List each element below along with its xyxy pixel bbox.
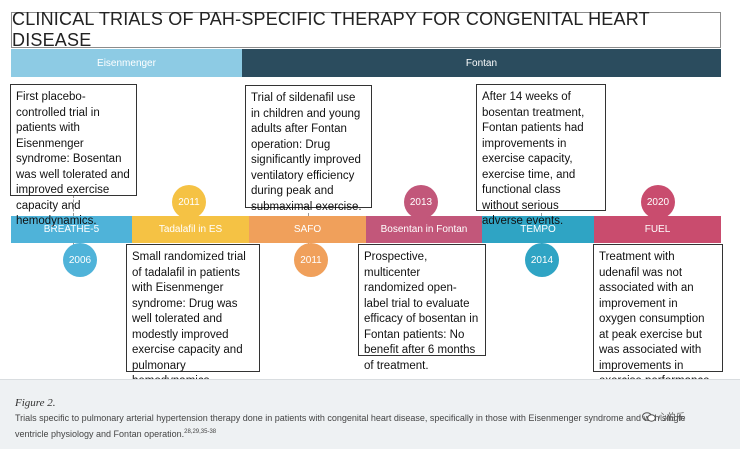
caption-figure-label: Figure 2. (15, 397, 56, 409)
timeline-segment-safo: SAFO (249, 216, 366, 243)
description-box-tempo: After 14 weeks of bosentan treatment, Fo… (476, 84, 606, 227)
timeline-segment-fuel: FUEL (594, 216, 721, 243)
trial-label: Bosentan in Fontan (380, 224, 468, 235)
description-box-safo: Trial of sildenafil use in children and … (245, 85, 372, 213)
year-circle-breathe5: 2006 (63, 243, 97, 277)
year-circle-bosentan: 2013 (404, 185, 438, 219)
description-box-fuel: Treatment with udenafil was not associat… (593, 244, 723, 387)
description-box-bosentan: Prospective, multicenter randomized open… (358, 244, 486, 372)
caption-body: Trials specific to pulmonary arterial hy… (15, 413, 686, 439)
caption-text: Trials specific to pulmonary arterial hy… (15, 411, 720, 441)
timeline-segment-bosentan: Bosentan in Fontan (366, 216, 482, 243)
timeline-bar: BREATHE-5 Tadalafil in ES SAFO Bosentan … (11, 216, 721, 243)
connector-tempo (541, 207, 542, 216)
trial-label: Tadalafil in ES (158, 224, 223, 235)
fontan-band: Fontan (242, 49, 721, 77)
watermark-text: 心伯乐 (658, 412, 686, 422)
year-circle-tadalafil: 2011 (172, 185, 206, 219)
year-circle-safo: 2011 (294, 243, 328, 277)
connector-breathe5 (73, 195, 74, 216)
watermark: 心伯乐 (642, 410, 685, 423)
eisenmenger-band: Eisenmenger (11, 49, 242, 77)
figure-title: CLINICAL TRIALS OF PAH-SPECIFIC THERAPY … (11, 9, 721, 50)
trial-label: SAFO (293, 224, 322, 235)
connector-safo (308, 207, 309, 216)
description-box-tadalafil: Small randomized trial of tadalafil in p… (126, 244, 260, 387)
year-circle-fuel: 2020 (641, 185, 675, 219)
trial-label: FUEL (644, 224, 671, 235)
chat-bubble-icon (642, 411, 656, 422)
timeline-segment-tadalafil: Tadalafil in ES (132, 216, 249, 243)
caption-panel (0, 379, 740, 449)
year-circle-tempo: 2014 (525, 243, 559, 277)
timeline-segment-tempo: TEMPO (482, 216, 594, 243)
timeline-segment-breathe5: BREATHE-5 (11, 216, 132, 243)
trial-label: TEMPO (520, 224, 556, 235)
caption-refs: 28,29,35-38 (184, 429, 217, 435)
description-box-breathe5: First placebo-controlled trial in patien… (10, 84, 137, 227)
trial-label: BREATHE-5 (43, 224, 100, 235)
